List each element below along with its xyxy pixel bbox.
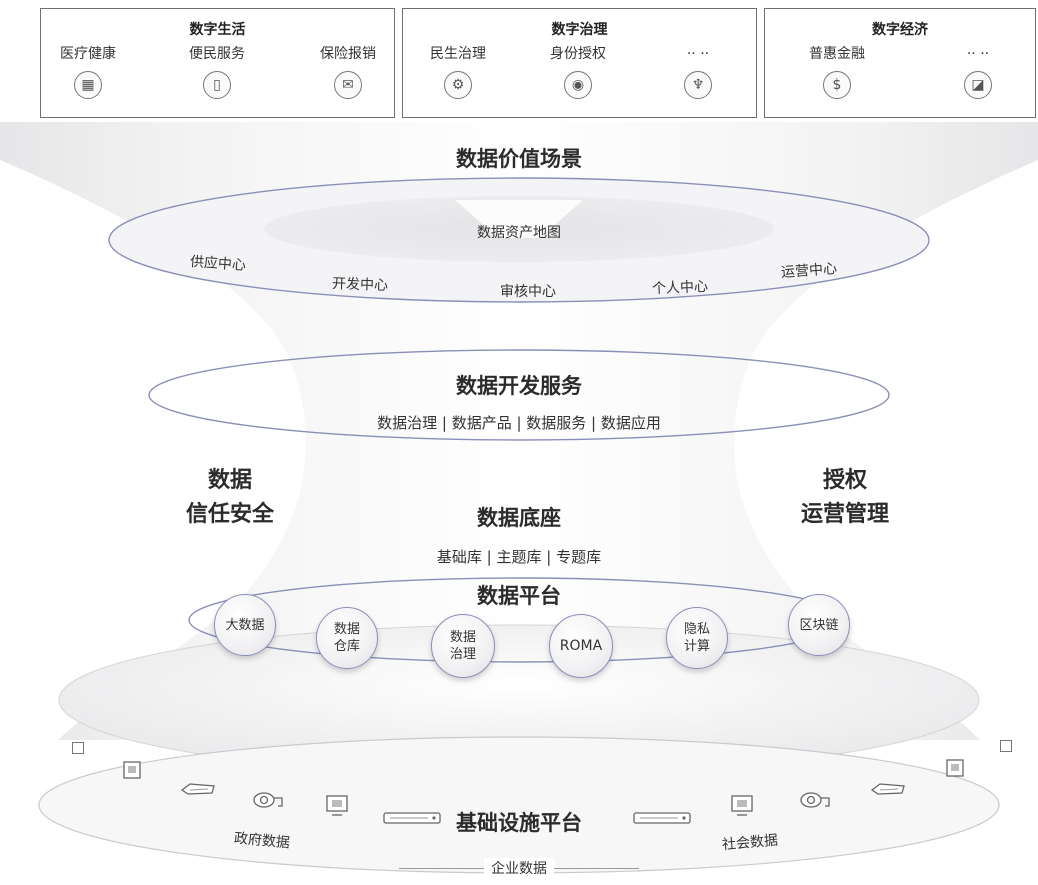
monitor-icon xyxy=(946,759,964,777)
trust-line-1: 数据 xyxy=(207,468,252,493)
category-title: 数字经济 xyxy=(872,22,928,38)
scenario-label: 便民服务 xyxy=(189,46,245,62)
auth-line-2: 运营管理 xyxy=(800,502,889,527)
node-label: 仓库 xyxy=(333,639,360,654)
trust-line-2: 信任安全 xyxy=(185,502,274,527)
scenario-label: 民生治理 xyxy=(430,46,486,62)
dev-service-title: 数据开发服务 xyxy=(456,374,582,398)
infra-title: 基础设施平台 xyxy=(456,811,582,835)
dev-service-subtitle: 数据治理 | 数据产品 | 数据服务 | 数据应用 xyxy=(377,414,661,432)
category-digital-life: 数字生活 医疗健康 ▦ 便民服务 ▯ 保险报销 ✉ xyxy=(40,8,395,118)
server-icon xyxy=(633,812,691,824)
scenario-livelihood-governance[interactable]: 民生治理 ⚙ xyxy=(413,45,503,99)
scenario-convenience-service[interactable]: 便民服务 ▯ xyxy=(172,45,262,99)
category-digital-economy: 数字经济 普惠金融 $ ·· ·· ◪ xyxy=(764,8,1036,118)
phone-icon: ▯ xyxy=(203,71,231,99)
router-icon xyxy=(870,783,905,795)
node-roma[interactable]: ROMA xyxy=(549,614,613,678)
node-label: 大数据 xyxy=(225,617,265,633)
node-label: 数据 xyxy=(449,630,476,645)
insurance-icon: ✉ xyxy=(334,71,362,99)
scenario-more-economy[interactable]: ·· ·· ◪ xyxy=(933,45,1023,99)
node-blockchain[interactable]: 区块链 xyxy=(788,594,850,656)
scenario-more-governance[interactable]: ·· ·· ♆ xyxy=(653,45,743,99)
camera-icon xyxy=(253,792,283,808)
authorization-ops-label: 授权 运营管理 xyxy=(775,464,915,532)
node-warehouse[interactable]: 数据仓库 xyxy=(316,607,378,669)
camera-icon xyxy=(800,792,830,808)
monitor-icon xyxy=(123,761,141,779)
hospital-icon: ▦ xyxy=(74,71,102,99)
money-icon: $ xyxy=(823,71,851,99)
scenario-label: ·· ·· xyxy=(686,46,710,62)
category-digital-governance: 数字治理 民生治理 ⚙ 身份授权 ◉ ·· ·· ♆ xyxy=(402,8,757,118)
auth-line-1: 授权 xyxy=(822,468,867,493)
node-governance[interactable]: 数据治理 xyxy=(431,614,495,678)
node-label: 隐私 xyxy=(683,622,710,637)
power-tower-icon: ♆ xyxy=(684,71,712,99)
node-privacy[interactable]: 隐私计算 xyxy=(666,607,728,669)
center-review[interactable]: 审核中心 xyxy=(500,284,556,300)
gear-icon: ⚙ xyxy=(444,71,472,99)
node-label: 治理 xyxy=(449,647,476,662)
scenario-inclusive-finance[interactable]: 普惠金融 $ xyxy=(792,45,882,99)
node-bigdata[interactable]: 大数据 xyxy=(214,594,276,656)
platform-title: 数据平台 xyxy=(477,584,561,608)
enterprise-data-label[interactable]: 企业数据 xyxy=(484,858,554,878)
scenario-label: 普惠金融 xyxy=(809,46,865,62)
scenario-label: 身份授权 xyxy=(550,46,606,62)
chart-icon: ◪ xyxy=(964,71,992,99)
desktop-icon xyxy=(731,795,753,816)
trust-security-label: 数据 信任安全 xyxy=(170,464,290,532)
scenario-label: 保险报销 xyxy=(320,46,376,62)
scenario-insurance-claim[interactable]: 保险报销 ✉ xyxy=(303,45,393,99)
category-title: 数字治理 xyxy=(551,22,608,38)
category-title: 数字生活 xyxy=(189,22,246,38)
node-label: 区块链 xyxy=(799,617,839,633)
scenario-label: 医疗健康 xyxy=(60,46,116,62)
scenario-medical-health[interactable]: 医疗健康 ▦ xyxy=(43,45,133,99)
router-icon xyxy=(180,783,215,795)
corner-square-icon xyxy=(1000,740,1012,752)
scene-title: 数据价值场景 xyxy=(456,147,582,171)
scenario-identity-authorization[interactable]: 身份授权 ◉ xyxy=(533,45,623,99)
asset-map-label[interactable]: 数据资产地图 xyxy=(477,225,561,241)
node-label: 计算 xyxy=(683,639,710,654)
node-label: ROMA xyxy=(559,637,603,654)
server-icon xyxy=(383,812,441,824)
node-label: 数据 xyxy=(333,622,360,637)
corner-square-icon xyxy=(72,742,84,754)
desktop-icon xyxy=(326,795,348,816)
scenario-label: ·· ·· xyxy=(966,46,990,62)
data-base-title: 数据底座 xyxy=(477,506,561,530)
id-badge-icon: ◉ xyxy=(564,71,592,99)
data-base-subtitle: 基础库 | 主题库 | 专题库 xyxy=(436,548,602,566)
